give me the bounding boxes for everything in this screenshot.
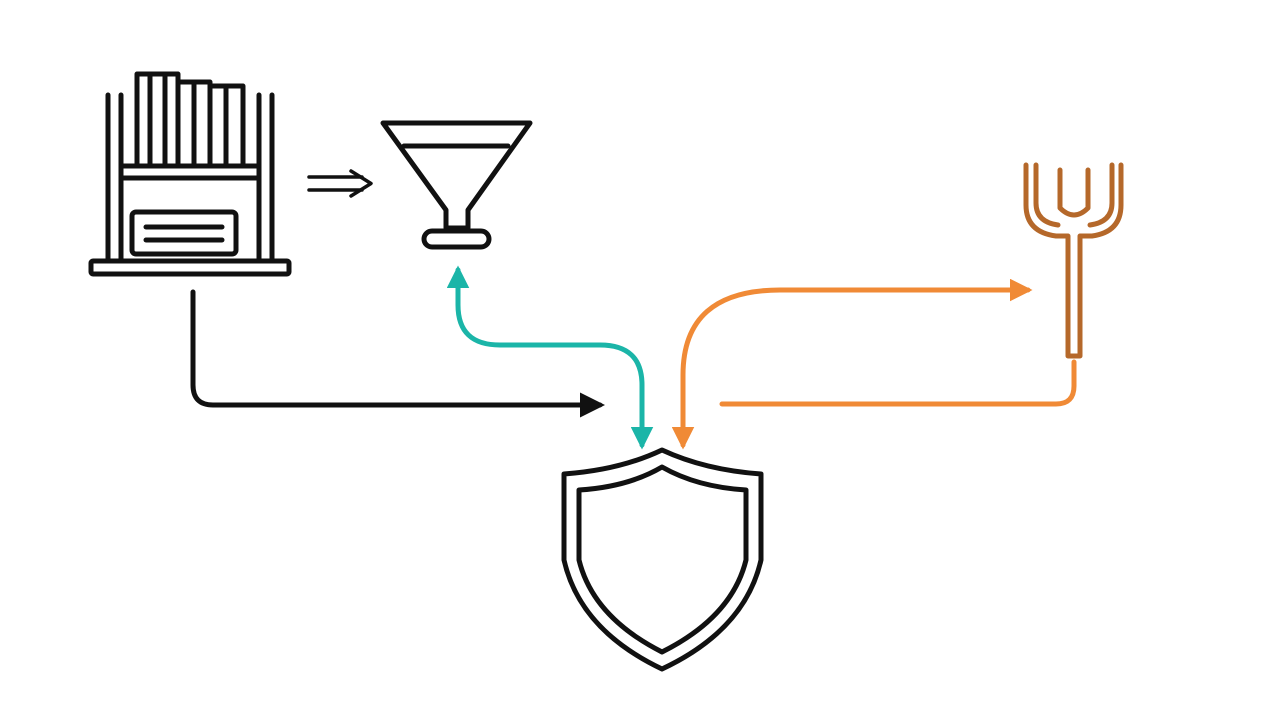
double-arrow-icon bbox=[307, 169, 373, 198]
connector-fork-return bbox=[719, 359, 1077, 407]
fork-icon bbox=[1023, 162, 1124, 359]
funnel-icon bbox=[380, 120, 533, 250]
bookshelf-icon bbox=[88, 71, 292, 277]
connector-shield-funnel bbox=[446, 265, 654, 450]
connector-shield-to-fork bbox=[671, 278, 1033, 450]
shield-icon bbox=[561, 447, 764, 672]
connector-bookshelf-to-shield bbox=[190, 289, 605, 418]
